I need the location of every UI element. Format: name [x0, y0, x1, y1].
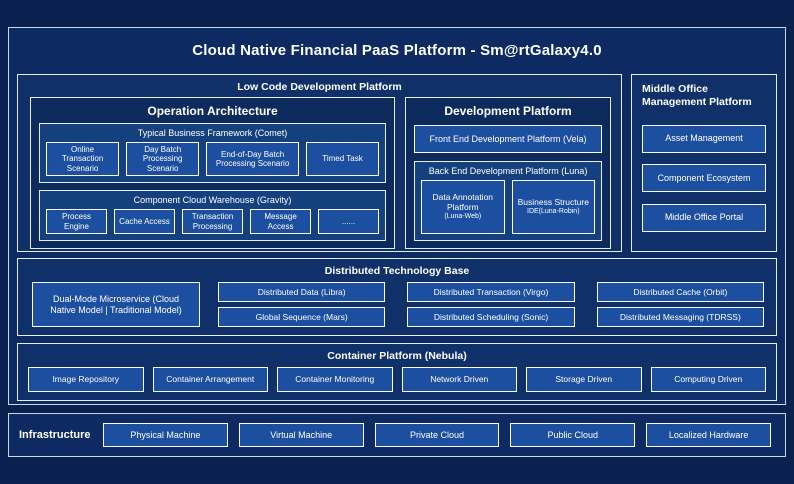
- box-middle-office-portal: Middle Office Portal: [642, 203, 766, 232]
- box-message-access: Message Access: [250, 209, 312, 235]
- top-row: Low Code Development Platform Operation …: [17, 74, 777, 252]
- gravity-warehouse-box: Component Cloud Warehouse (Gravity) Proc…: [39, 190, 387, 242]
- box-ellipsis: ......: [318, 209, 380, 235]
- comet-items-row: Online Transaction Scenario Day Batch Pr…: [40, 139, 385, 182]
- infrastructure-section: Infrastructure Physical Machine Virtual …: [8, 413, 786, 457]
- box-public-cloud: Public Cloud: [510, 423, 636, 447]
- box-business-structure-label: Business Structure: [517, 197, 589, 208]
- box-image-repository: Image Repository: [28, 367, 144, 392]
- box-end-of-day-batch-processing-scenario: End-of-Day Batch Processing Scenario: [206, 142, 299, 177]
- box-timed-task: Timed Task: [305, 142, 380, 177]
- comet-framework-box: Typical Business Framework (Comet) Onlin…: [39, 123, 387, 184]
- box-component-ecosystem: Component Ecosystem: [642, 164, 766, 193]
- infrastructure-title: Infrastructure: [19, 429, 91, 441]
- container-platform-section: Container Platform (Nebula) Image Reposi…: [17, 343, 777, 401]
- box-day-batch-processing-scenario: Day Batch Processing Scenario: [126, 142, 200, 177]
- infrastructure-items-row: Physical Machine Virtual Machine Private…: [103, 423, 771, 447]
- box-cache-access: Cache Access: [114, 209, 176, 235]
- box-storage-driven: Storage Driven: [526, 367, 642, 392]
- luna-backend-box: Back End Development Platform (Luna) Dat…: [414, 161, 602, 242]
- box-process-engine: Process Engine: [46, 209, 108, 235]
- box-front-end-development-platform-vela: Front End Development Platform (Vela): [414, 125, 602, 153]
- box-global-sequence-mars: Global Sequence (Mars): [218, 307, 386, 327]
- box-distributed-scheduling-sonic: Distributed Scheduling (Sonic): [407, 307, 575, 327]
- box-data-annotation-sub: (Luna-Web): [444, 213, 482, 221]
- box-online-transaction-scenario: Online Transaction Scenario: [46, 142, 120, 177]
- box-dual-mode-microservice: Dual-Mode Microservice (Cloud Native Mod…: [32, 282, 200, 327]
- box-container-monitoring: Container Monitoring: [277, 367, 393, 392]
- distributed-body: Dual-Mode Microservice (Cloud Native Mod…: [18, 281, 776, 335]
- box-transaction-processing: Transaction Processing: [182, 209, 244, 235]
- development-platform-group: Development Platform Front End Developme…: [405, 97, 611, 250]
- box-business-structure-ide: Business Structure IDE(Luna-Robin): [511, 180, 596, 235]
- box-physical-machine: Physical Machine: [103, 423, 228, 447]
- distributed-grid: Distributed Data (Libra) Distributed Tra…: [218, 282, 764, 327]
- box-virtual-machine: Virtual Machine: [238, 423, 364, 447]
- development-platform-title: Development Platform: [444, 104, 572, 118]
- box-localized-hardware: Localized Hardware: [646, 423, 771, 447]
- middle-office-body: Asset Management Component Ecosystem Mid…: [632, 111, 776, 251]
- box-network-driven: Network Driven: [401, 367, 517, 392]
- box-asset-management: Asset Management: [642, 124, 766, 153]
- box-data-annotation-platform: Data Annotation Platform (Luna-Web): [421, 180, 505, 235]
- box-distributed-transaction-virgo: Distributed Transaction (Virgo): [407, 282, 575, 302]
- middle-office-title: Middle Office Management Platform: [642, 83, 752, 109]
- box-container-arrangement: Container Arrangement: [152, 367, 268, 392]
- luna-backend-title: Back End Development Platform (Luna): [428, 166, 588, 176]
- container-platform-title: Container Platform (Nebula): [327, 350, 467, 362]
- comet-framework-title: Typical Business Framework (Comet): [137, 128, 288, 138]
- box-distributed-cache-orbit: Distributed Cache (Orbit): [596, 282, 764, 302]
- low-code-platform-section: Low Code Development Platform Operation …: [17, 74, 622, 252]
- box-data-annotation-label: Data Annotation Platform: [432, 192, 494, 213]
- gravity-warehouse-title: Component Cloud Warehouse (Gravity): [133, 195, 292, 206]
- box-business-structure-sub: IDE(Luna-Robin): [527, 208, 580, 216]
- platform-panel: Cloud Native Financial PaaS Platform - S…: [8, 27, 786, 405]
- low-code-platform-title: Low Code Development Platform: [237, 81, 402, 93]
- distributed-base-section: Distributed Technology Base Dual-Mode Mi…: [17, 258, 777, 336]
- box-private-cloud: Private Cloud: [374, 423, 500, 447]
- low-code-body: Operation Architecture Typical Business …: [18, 97, 621, 258]
- gravity-items-row: Process Engine Cache Access Transaction …: [40, 206, 385, 240]
- operation-architecture-group: Operation Architecture Typical Business …: [30, 97, 396, 250]
- container-items-row: Image Repository Container Arrangement C…: [18, 366, 776, 400]
- distributed-base-title: Distributed Technology Base: [324, 265, 470, 277]
- box-computing-driven: Computing Driven: [650, 367, 766, 392]
- box-distributed-messaging-tdrss: Distributed Messaging (TDRSS): [596, 307, 764, 327]
- luna-items-row: Data Annotation Platform (Luna-Web) Busi…: [415, 177, 601, 240]
- operation-architecture-title: Operation Architecture: [147, 104, 278, 118]
- middle-office-section: Middle Office Management Platform Asset …: [631, 74, 777, 252]
- box-distributed-data-libra: Distributed Data (Libra): [218, 282, 386, 302]
- diagram-title: Cloud Native Financial PaaS Platform - S…: [192, 41, 602, 59]
